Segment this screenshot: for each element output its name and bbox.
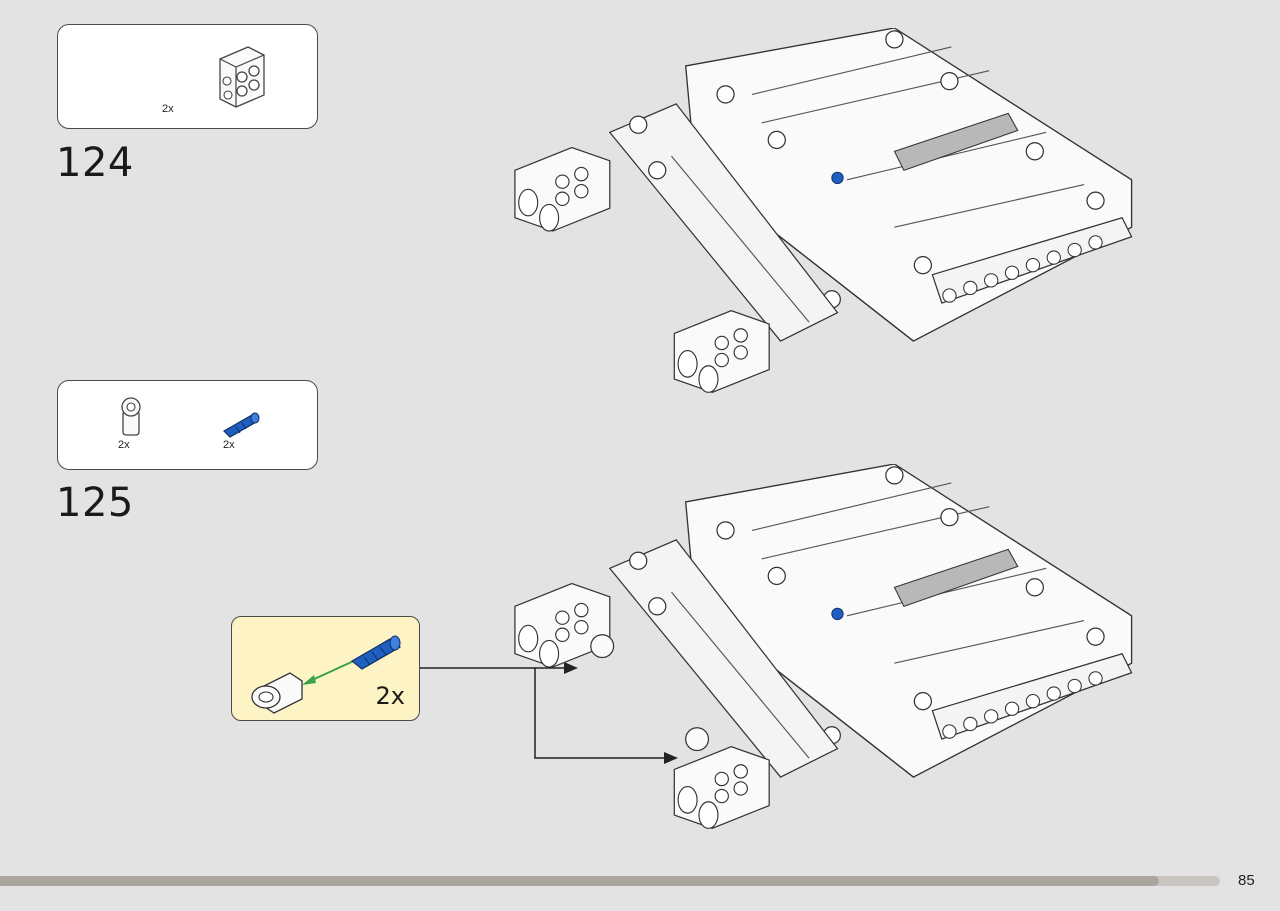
part-quantity: 2x: [162, 103, 174, 115]
page-progress-bar: [0, 876, 1220, 886]
axle-pin-icon: [223, 412, 260, 438]
cross-block-icon: [219, 46, 265, 108]
added-connector-bottom: [685, 727, 710, 752]
step-number: 125: [56, 480, 134, 526]
callout-assembly-illustration: [251, 635, 402, 714]
part-quantity: 2x: [223, 439, 235, 451]
page-number: 85: [1238, 872, 1255, 889]
part-quantity: 2x: [118, 439, 130, 451]
parts-list-step-124: 2x: [57, 24, 318, 129]
step-number: 124: [56, 140, 134, 186]
added-connector-top: [590, 634, 615, 659]
connector-peg-icon: [121, 397, 141, 436]
sub-assembly-callout: 2x: [231, 616, 420, 721]
callout-quantity: 2x: [375, 682, 405, 710]
assembly-illustration-step-124: [514, 28, 1133, 393]
callout-pointer-lines: [420, 662, 678, 764]
parts-list-step-125: 2x 2x: [57, 380, 318, 470]
page-progress-fill: [0, 876, 1159, 886]
assembly-illustration-step-125: [514, 464, 1133, 829]
